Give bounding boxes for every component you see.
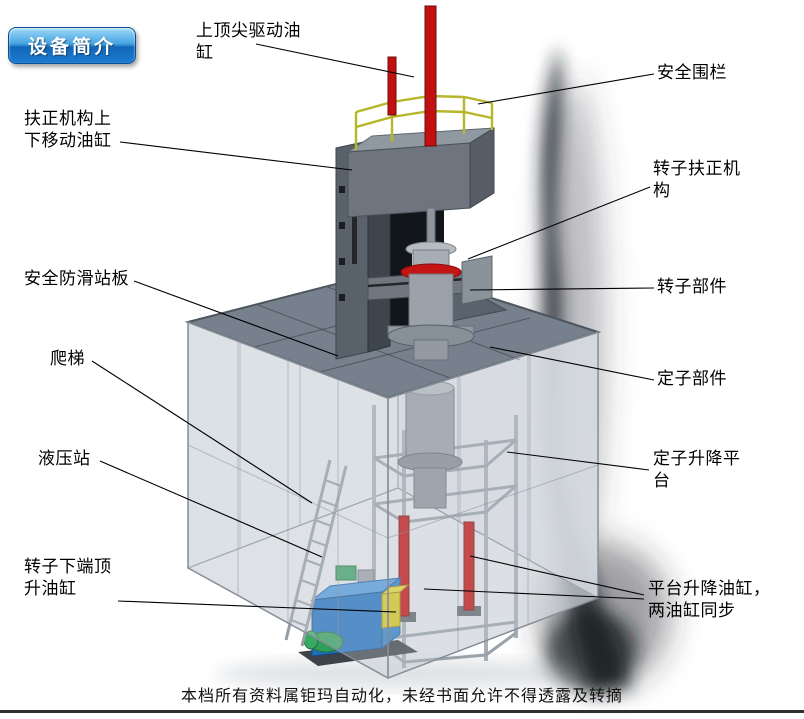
press-head [346,127,495,218]
callout-stator-lift-platform: 定子升降平台 [653,449,741,491]
callout-platform-lift-cylinders: 平台升降油缸，两油缸同步 [648,579,771,621]
leader-lines [91,43,655,613]
rotor-assembly [367,207,493,361]
platform-lift-cylinder-rods [392,515,481,622]
callout-rotor-bottom-jack: 转子下端顶升油缸 [24,557,112,599]
footer-disclaimer: 本档所有资料属钜玛自动化，未经书面允许不得透露及转摘 [180,688,623,705]
drive-cylinder-rods [387,5,437,147]
callout-rotor-centering-mech: 转子扶正机构 [653,159,741,201]
title-badge: 设备简介 [8,27,136,64]
callout-hydraulic-station: 液压站 [38,449,91,468]
callout-top-drive-cylinder: 上顶尖驱动油缸 [196,21,301,63]
callout-stator-part: 定子部件 [657,369,727,388]
stator-assembly [397,380,463,509]
callout-safety-fence: 安全围栏 [657,63,727,82]
callout-centering-move-cylinder: 扶正机构上下移动油缸 [24,109,112,151]
callout-anti-slip-board: 安全防滑站板 [24,269,129,288]
callout-ladder: 爬梯 [50,349,85,368]
callout-rotor-part: 转子部件 [657,277,727,296]
bottom-divider [0,710,804,713]
enclosure-front-walls [187,320,599,680]
access-ladder [284,459,348,647]
